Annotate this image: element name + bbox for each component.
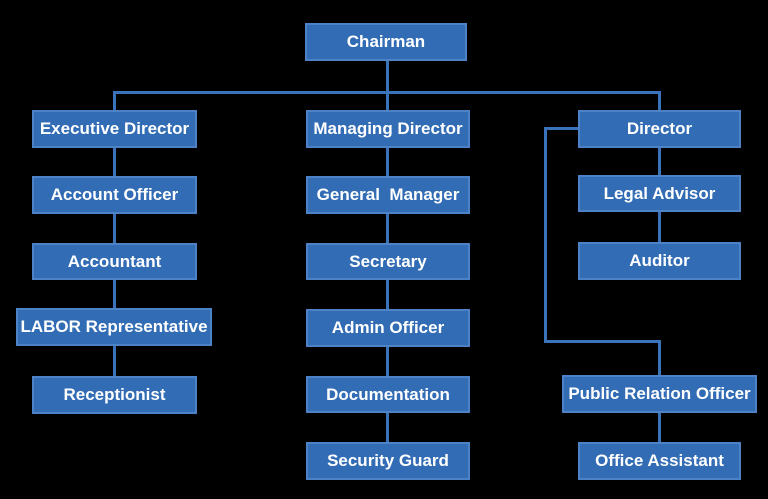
node-secretary-label: Secretary	[349, 251, 427, 271]
node-auditor-label: Auditor	[629, 251, 690, 270]
node-executive-director: Executive Director	[32, 110, 197, 148]
connector-spine-to-director	[658, 91, 661, 110]
connector-documentation-security-guard	[386, 413, 389, 443]
connector-general-manager-secretary	[386, 213, 389, 244]
connector-legal-advisor-auditor	[658, 212, 661, 243]
connector-director-branch-stub	[544, 127, 580, 130]
node-admin-officer: Admin Officer	[306, 309, 470, 347]
node-documentation: Documentation	[306, 376, 470, 413]
node-account-officer-label: Account Officer	[50, 185, 179, 204]
node-office-assistant: Office Assistant	[578, 442, 741, 480]
node-labor-representative: LABOR Representative	[16, 308, 212, 346]
node-documentation-label: Documentation	[326, 384, 450, 404]
node-general-manager-label: General Manager	[316, 185, 460, 204]
node-account-officer: Account Officer	[32, 176, 197, 214]
node-managing-director: Managing Director	[306, 110, 470, 148]
node-managing-director-label: Managing Director	[313, 119, 463, 138]
connector-spine-to-executive-director	[113, 91, 116, 110]
connector-managing-director-general-manager	[386, 147, 389, 177]
connector-public-relation-officer-office-assistant	[658, 412, 661, 443]
node-admin-officer-label: Admin Officer	[331, 318, 445, 337]
node-chairman: Chairman	[305, 23, 467, 61]
node-secretary: Secretary	[306, 243, 470, 280]
connector-secretary-admin-officer	[386, 280, 389, 310]
connector-labor-representative-receptionist	[113, 345, 116, 377]
connector-executive-director-account-officer	[113, 147, 116, 177]
node-legal-advisor: Legal Advisor	[578, 175, 741, 212]
node-auditor: Auditor	[578, 242, 741, 280]
node-general-manager: General Manager	[306, 176, 470, 214]
node-accountant: Accountant	[32, 243, 197, 280]
node-accountant-label: Accountant	[67, 251, 162, 271]
node-chairman-label: Chairman	[346, 32, 426, 51]
connector-branch-to-public-relation-officer	[658, 340, 661, 375]
node-public-relation-officer: Public Relation Officer	[562, 375, 757, 413]
node-legal-advisor-label: Legal Advisor	[603, 183, 716, 203]
connector-director-branch-horizontal	[544, 340, 661, 343]
node-labor-representative-label: LABOR Representative	[20, 317, 208, 336]
connector-chairman-to-managing-director	[386, 61, 389, 110]
node-director-label: Director	[626, 119, 693, 138]
connector-accountant-labor-representative	[113, 280, 116, 309]
connector-admin-officer-documentation	[386, 346, 389, 377]
node-public-relation-officer-label: Public Relation Officer	[568, 384, 751, 403]
connector-director-legal-advisor	[658, 147, 661, 176]
connector-director-branch-vertical	[544, 127, 547, 343]
node-receptionist: Receptionist	[32, 376, 197, 414]
node-security-guard: Security Guard	[306, 442, 470, 480]
node-receptionist-label: Receptionist	[63, 385, 166, 404]
node-director: Director	[578, 110, 741, 148]
connector-account-officer-accountant	[113, 213, 116, 244]
node-security-guard-label: Security Guard	[327, 451, 449, 470]
node-executive-director-label: Executive Director	[39, 119, 190, 138]
node-office-assistant-label: Office Assistant	[595, 451, 724, 470]
